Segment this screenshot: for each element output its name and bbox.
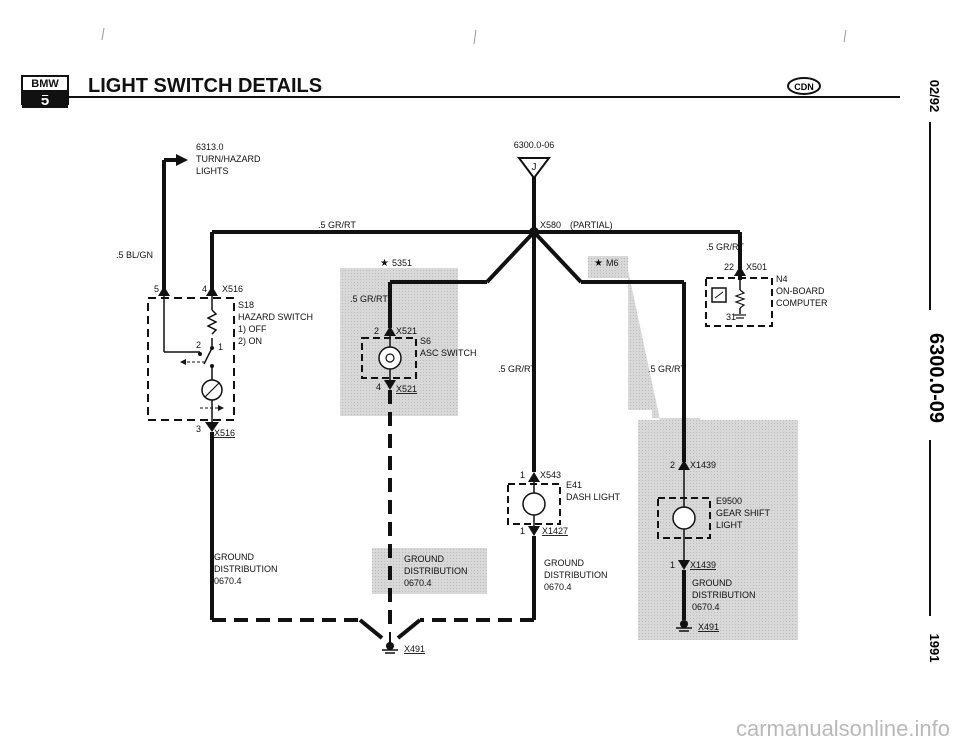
svg-text:DISTRIBUTION: DISTRIBUTION: [404, 566, 468, 576]
wire-gear-feed: .5 GR/RT: [648, 364, 686, 374]
s18-name: HAZARD SWITCH: [238, 312, 313, 322]
svg-text:GROUND: GROUND: [214, 552, 254, 562]
e9500-id: E9500: [716, 496, 742, 506]
splice-id: X580: [540, 220, 561, 230]
svg-text:DISTRIBUTION: DISTRIBUTION: [692, 590, 756, 600]
e41-id: E41: [566, 480, 582, 490]
svg-text:CDN: CDN: [794, 82, 814, 92]
svg-text:1: 1: [218, 342, 223, 352]
e41-name: DASH LIGHT: [566, 492, 621, 502]
s18-id: S18: [238, 300, 254, 310]
splice-note: (PARTIAL): [570, 220, 613, 230]
svg-text:J: J: [532, 162, 537, 173]
badge-top-text: BMW: [31, 78, 59, 90]
turn-hazard-page: 6313.0: [196, 142, 224, 152]
main-ground-x491: X491: [382, 632, 425, 654]
wire-obc-feed: .5 GR/RT: [706, 242, 744, 252]
wire-left-feed: .5 BL/GN: [116, 250, 153, 260]
svg-text:2) ON: 2) ON: [238, 336, 262, 346]
on-board-computer-n4: 22 X501 N4 ON-BOARD COMPUTER 31: [705, 262, 828, 327]
svg-text:X501: X501: [746, 262, 767, 272]
svg-text:0670.4: 0670.4: [214, 576, 242, 586]
svg-text:3: 3: [196, 424, 201, 434]
s6-name: ASC SWITCH: [420, 348, 477, 358]
shaded-option-areas: [340, 256, 798, 640]
svg-text:2: 2: [196, 340, 201, 350]
option-asc-marker: ★ 5351: [380, 258, 412, 269]
svg-text:0670.4: 0670.4: [544, 582, 572, 592]
svg-text:2: 2: [670, 460, 675, 470]
s6-id: S6: [420, 336, 431, 346]
svg-text:31: 31: [726, 312, 736, 322]
svg-text:1: 1: [670, 560, 675, 570]
svg-text:0670.4: 0670.4: [404, 578, 432, 588]
side-strip: 02/92 6300.0-09 1991: [925, 80, 947, 663]
svg-text:ON-BOARD: ON-BOARD: [776, 286, 825, 296]
svg-text:X1427: X1427: [542, 526, 568, 536]
svg-text:X491: X491: [698, 622, 719, 632]
footer-watermark: carmanualsonline.info: [736, 716, 950, 741]
svg-text:1) OFF: 1) OFF: [238, 324, 267, 334]
dash-light-e41: 1 X543 E41 DASH LIGHT 1 X1427 GROUND DIS…: [396, 470, 621, 640]
wire-asc-feed: .5 GR/RT: [350, 294, 388, 304]
wire-top-bus: .5 GR/RT: [318, 220, 356, 230]
svg-text:4: 4: [376, 382, 381, 392]
svg-text:DISTRIBUTION: DISTRIBUTION: [544, 570, 608, 580]
side-date: 02/92: [927, 80, 942, 113]
svg-text:4: 4: [202, 284, 207, 294]
badge-bottom-text: 5: [41, 92, 49, 109]
svg-text:GROUND: GROUND: [404, 554, 444, 564]
page-title: LIGHT SWITCH DETAILS: [88, 75, 322, 97]
svg-text:5351: 5351: [392, 258, 412, 268]
top-ref-marker: J 6300.0-06: [514, 140, 555, 180]
cdn-oval-badge: CDN: [787, 77, 821, 95]
asc-switch-s6: 2 X521 S6 ASC SWITCH 4 X521 GROUND DISTR…: [361, 326, 477, 632]
top-ref-page: 6300.0-06: [514, 140, 555, 150]
svg-text:★: ★: [380, 258, 389, 269]
turn-hazard-feed: 6313.0 TURN/HAZARD LIGHTS .5 BL/GN: [116, 142, 261, 292]
left-ground-wire: GROUND DISTRIBUTION 0670.4: [210, 432, 384, 640]
svg-text:X521: X521: [396, 384, 417, 394]
svg-text:0670.4: 0670.4: [692, 602, 720, 612]
svg-text:1: 1: [520, 526, 525, 536]
svg-text:GROUND: GROUND: [544, 558, 584, 568]
hazard-switch-s18: 5 4 X516 S18 HAZARD SWITCH 1) OFF 2) ON …: [147, 284, 313, 438]
svg-text:2: 2: [374, 326, 379, 336]
s18-connector: X516: [222, 284, 243, 294]
wire-dash-feed: .5 GR/RT: [498, 364, 536, 374]
svg-text:22: 22: [724, 262, 734, 272]
svg-text:GROUND: GROUND: [692, 578, 732, 588]
side-year: 1991: [927, 634, 942, 663]
option-gear-marker: ★ M6: [594, 258, 619, 269]
gear-shift-light-e9500: 2 X1439 E9500 GEAR SHIFT LIGHT 1 X1439 G…: [657, 460, 771, 632]
svg-text:LIGHTS: LIGHTS: [196, 166, 229, 176]
svg-text:LIGHT: LIGHT: [716, 520, 743, 530]
header-badge: BMW 5: [21, 75, 69, 109]
svg-text:1: 1: [520, 470, 525, 480]
svg-text:X491: X491: [404, 644, 425, 654]
svg-text:X543: X543: [540, 470, 561, 480]
svg-text:★: ★: [594, 258, 603, 269]
svg-text:TURN/HAZARD: TURN/HAZARD: [196, 154, 261, 164]
svg-text:COMPUTER: COMPUTER: [776, 298, 828, 308]
scan-marks: [101, 27, 847, 45]
svg-text:GEAR SHIFT: GEAR SHIFT: [716, 508, 771, 518]
svg-text:M6: M6: [606, 258, 619, 268]
svg-text:X521: X521: [396, 326, 417, 336]
n4-id: N4: [776, 274, 788, 284]
s18-bottom-connector: X516: [214, 428, 235, 438]
svg-text:DISTRIBUTION: DISTRIBUTION: [214, 564, 278, 574]
svg-text:X1439: X1439: [690, 560, 716, 570]
svg-text:X1439: X1439: [690, 460, 716, 470]
side-doc-number: 6300.0-09: [925, 333, 947, 423]
svg-text:5: 5: [154, 284, 159, 294]
